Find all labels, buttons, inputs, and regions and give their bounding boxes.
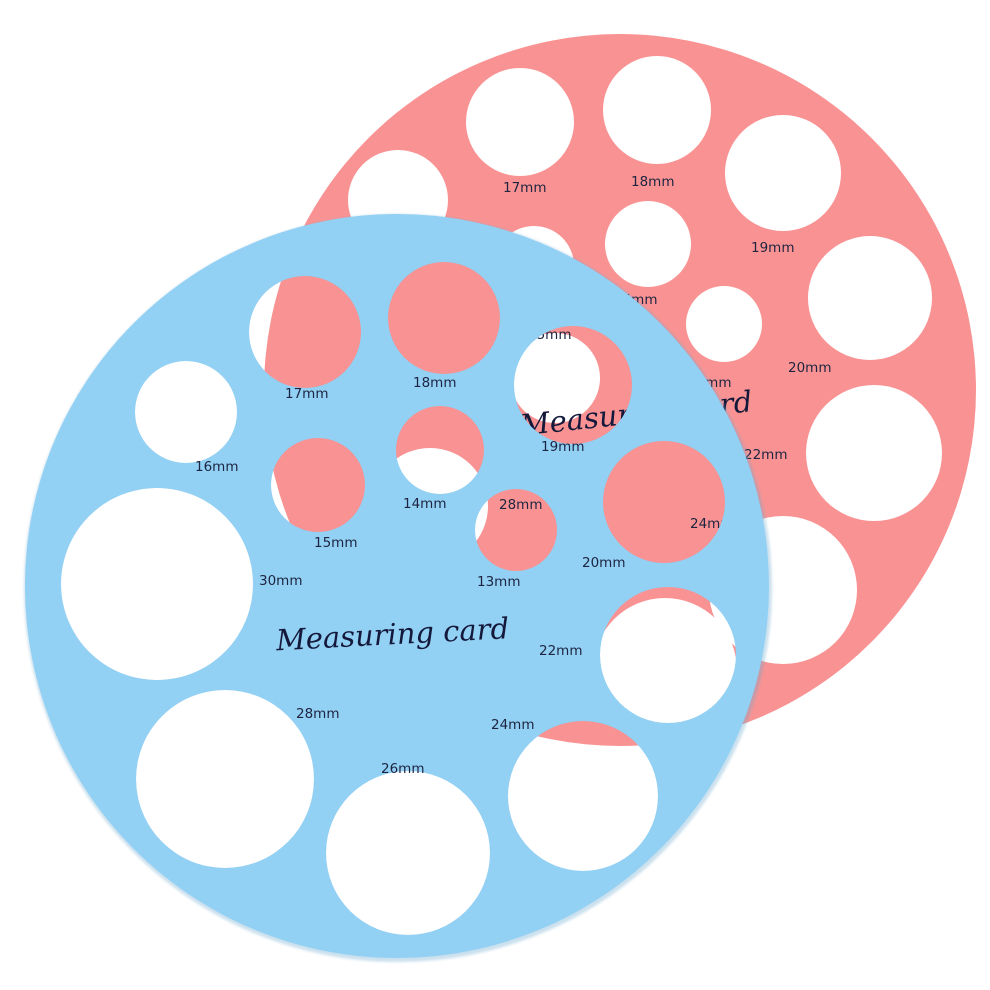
blue-measuring-card: 17mm 18mm 19mm 16mm 14mm 28mm 15mm 30mm … xyxy=(24,214,772,962)
blue-label-22mm: 22mm xyxy=(539,643,582,659)
blue-label-17mm: 17mm xyxy=(285,386,328,402)
pink-label-18mm: 18mm xyxy=(631,174,674,190)
blue-label-16mm: 16mm xyxy=(195,459,238,475)
pink-label-19mm: 19mm xyxy=(751,240,794,256)
blue-label-13mm: 13mm xyxy=(477,574,520,590)
blue-label-26mm: 26mm xyxy=(381,761,424,777)
blue-label-19mm: 19mm xyxy=(541,439,584,455)
blue-label-18mm: 18mm xyxy=(413,375,456,391)
blue-label-20mm: 20mm xyxy=(582,555,625,571)
blue-label-14mm: 14mm xyxy=(403,496,446,512)
blue-label-28mm: 28mm xyxy=(296,706,339,722)
blue-label-28mm-small: 28mm xyxy=(499,497,542,513)
pink-label-17mm: 17mm xyxy=(503,180,546,196)
pink-label-20mm: 20mm xyxy=(788,360,831,376)
pink-label-22mm: 22mm xyxy=(744,447,787,463)
blue-label-30mm: 30mm xyxy=(259,573,302,589)
blue-label-15mm: 15mm xyxy=(314,535,357,551)
blue-label-24mm: 24mm xyxy=(491,717,534,733)
blue-card-disc xyxy=(25,214,769,958)
